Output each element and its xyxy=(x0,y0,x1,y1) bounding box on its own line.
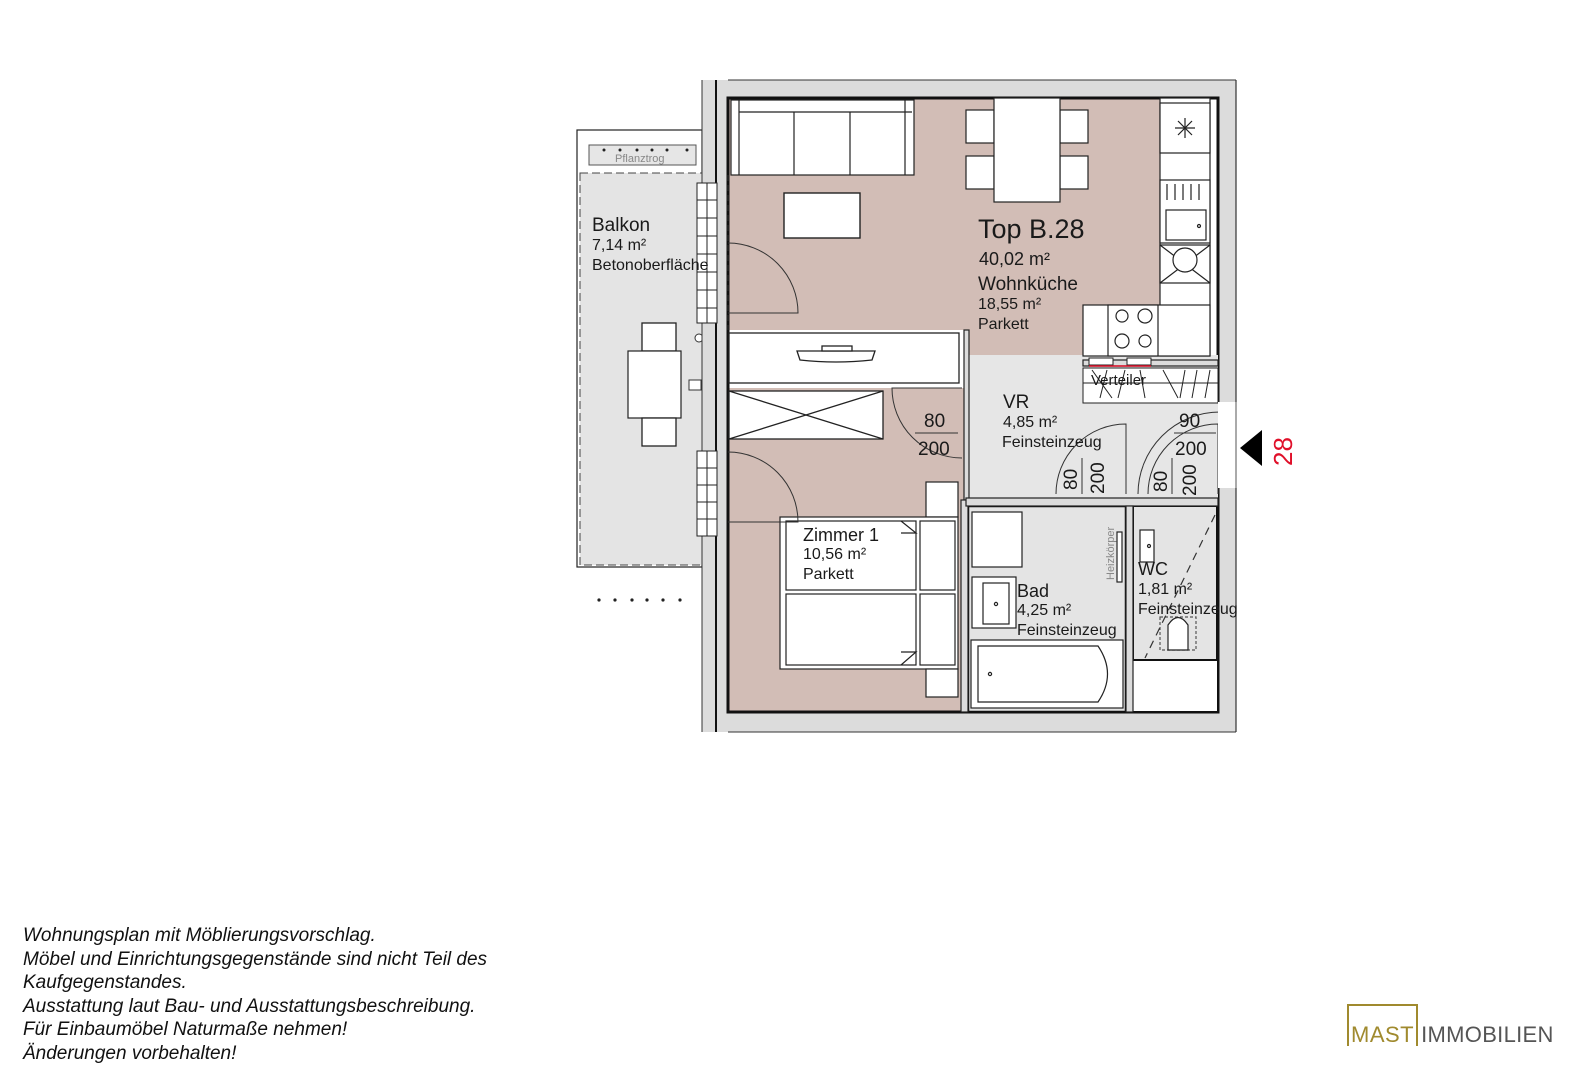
balkon-area: 7,14 m² xyxy=(592,237,647,254)
logo-immobilien: IMMOBILIEN xyxy=(1421,1022,1554,1047)
disclaimer-line: Möbel und Einrichtungsgegenstände sind n… xyxy=(23,948,488,970)
entrance-door-height: 200 xyxy=(1175,439,1207,460)
planter-label: Pflanztrog xyxy=(615,153,665,165)
vr-floor: Feinsteinzeug xyxy=(1002,434,1102,451)
disclaimer-line: Ausstattung laut Bau- und Ausstattungsbe… xyxy=(23,995,476,1017)
disclaimer-line: Für Einbaumöbel Naturmaße nehmen! xyxy=(23,1019,348,1040)
distributor-cabinet xyxy=(1082,357,1219,404)
planter xyxy=(588,144,697,166)
entrance-door-width: 90 xyxy=(1179,411,1200,432)
door-swings xyxy=(727,175,1221,523)
dining-set xyxy=(965,97,1089,203)
walls xyxy=(701,79,1237,733)
zimmer1-floor: Parkett xyxy=(803,566,854,583)
zimmer-door-height: 200 xyxy=(918,439,950,460)
bed xyxy=(779,481,959,698)
balkon-name: Balkon xyxy=(592,215,650,236)
logo-frame: MAST xyxy=(1347,1004,1419,1047)
logo-mast: MAST xyxy=(1351,1022,1415,1047)
coffee-table xyxy=(783,192,861,239)
zimmer1-area: 10,56 m² xyxy=(803,546,867,563)
wohnkueche-area: 18,55 m² xyxy=(978,296,1042,313)
disclaimer-line: Änderungen vorbehalten! xyxy=(23,1042,237,1064)
bathroom-fixtures xyxy=(970,511,1216,709)
radiator-label: Heizkörper xyxy=(1105,526,1117,580)
wardrobe xyxy=(728,332,960,440)
kitchen xyxy=(1082,97,1211,357)
vr-name: VR xyxy=(1003,392,1029,413)
balkon-floor: Betonoberfläche xyxy=(592,257,709,274)
vr-area: 4,85 m² xyxy=(1003,414,1058,431)
distributor-label: Verteiler xyxy=(1091,372,1146,389)
unit-title: Top B.28 xyxy=(978,214,1085,244)
wc-name: WC xyxy=(1138,559,1168,579)
disclaimer-line: Wohnungsplan mit Möblierungsvorschlag. xyxy=(23,925,376,946)
sofa xyxy=(730,99,915,176)
disclaimer: Wohnungsplan mit Möblierungsvorschlag. M… xyxy=(23,924,487,1065)
entrance-number: 28 xyxy=(1268,437,1298,466)
balcony xyxy=(576,129,704,602)
zimmer-door-width: 80 xyxy=(924,411,945,432)
wohnkueche-name: Wohnküche xyxy=(978,274,1078,295)
entrance-arrow-icon xyxy=(1240,430,1262,466)
bad-floor: Feinsteinzeug xyxy=(1017,622,1117,639)
unit-total-area: 40,02 m² xyxy=(979,249,1050,269)
wc-floor: Feinsteinzeug xyxy=(1138,601,1238,618)
bad-area: 4,25 m² xyxy=(1017,602,1072,619)
wohnkueche-floor: Parkett xyxy=(978,316,1029,333)
company-logo: MAST IMMOBILIEN xyxy=(1347,1004,1554,1046)
wc-door-height: 200 xyxy=(1180,464,1201,496)
bad-name: Bad xyxy=(1017,581,1049,601)
bad-door-width: 80 xyxy=(1061,469,1082,490)
bad-door-height: 200 xyxy=(1088,462,1109,494)
wc-area: 1,81 m² xyxy=(1138,581,1193,598)
windows xyxy=(696,182,718,537)
disclaimer-line: Kaufgegenstandes. xyxy=(23,972,187,993)
zimmer1-name: Zimmer 1 xyxy=(803,525,879,545)
wc-door-width: 80 xyxy=(1151,471,1172,492)
